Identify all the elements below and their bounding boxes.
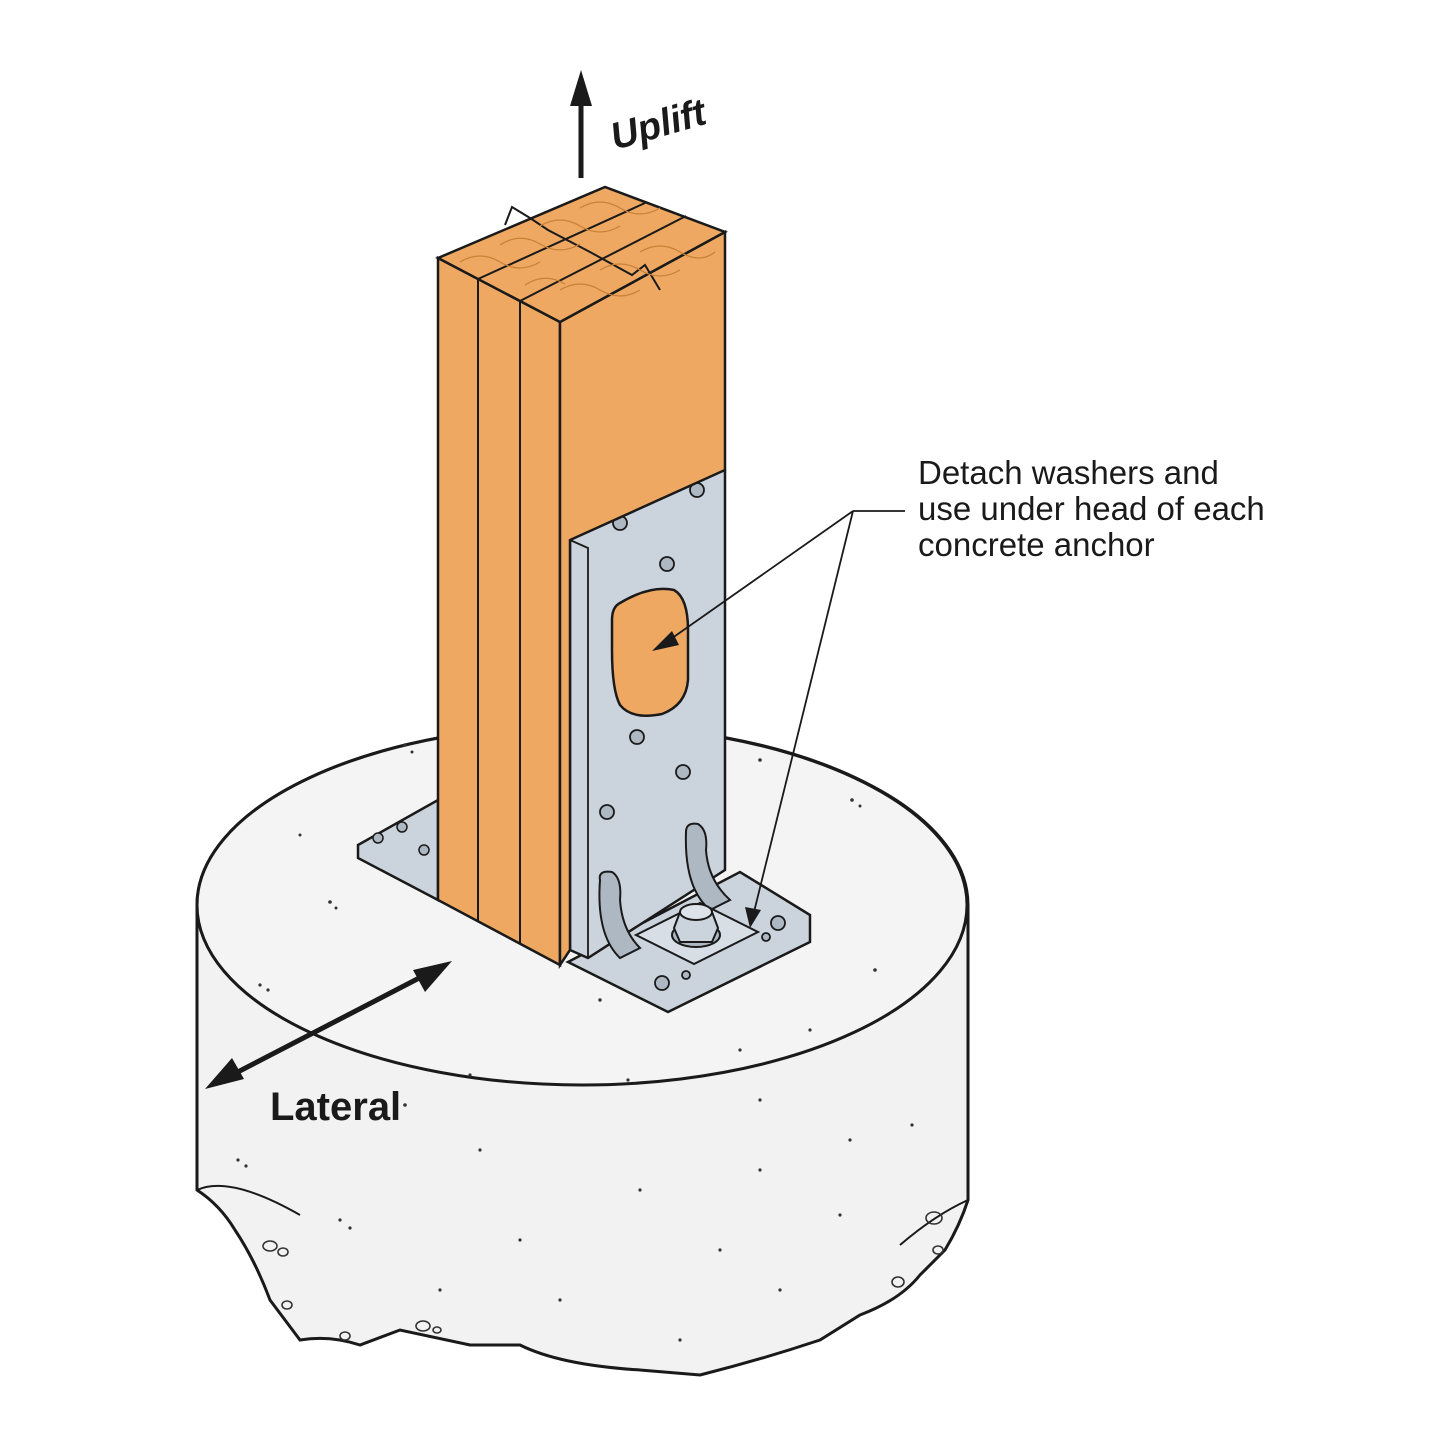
- side-plate-slot: [610, 587, 690, 717]
- post-base-plate: [356, 461, 812, 1014]
- callout-text-line-3: concrete anchor: [918, 526, 1155, 563]
- gusset-right: [684, 822, 732, 912]
- concrete-pebbles: [262, 1211, 944, 1341]
- foot-plate-screws: [654, 915, 786, 991]
- lateral-label: Lateral: [270, 1085, 401, 1129]
- post-top: [435, 185, 728, 324]
- gusset-left: [598, 870, 642, 960]
- side-plate-screws: [599, 482, 705, 820]
- callout-text-line-1: Detach washers and: [918, 454, 1219, 491]
- concrete-speckles: [236, 743, 914, 1342]
- callout-text-line-2: use under head of each: [918, 490, 1265, 527]
- uplift-arrow: [570, 70, 592, 178]
- post-front: [436, 255, 562, 968]
- uplift-label: Uplift: [606, 91, 712, 159]
- pier-rim: [196, 1184, 301, 1216]
- lateral-arrow: [205, 961, 452, 1089]
- wood-post: [435, 185, 728, 970]
- callout-leaders: [652, 510, 905, 928]
- anchor-bolt: [671, 903, 721, 948]
